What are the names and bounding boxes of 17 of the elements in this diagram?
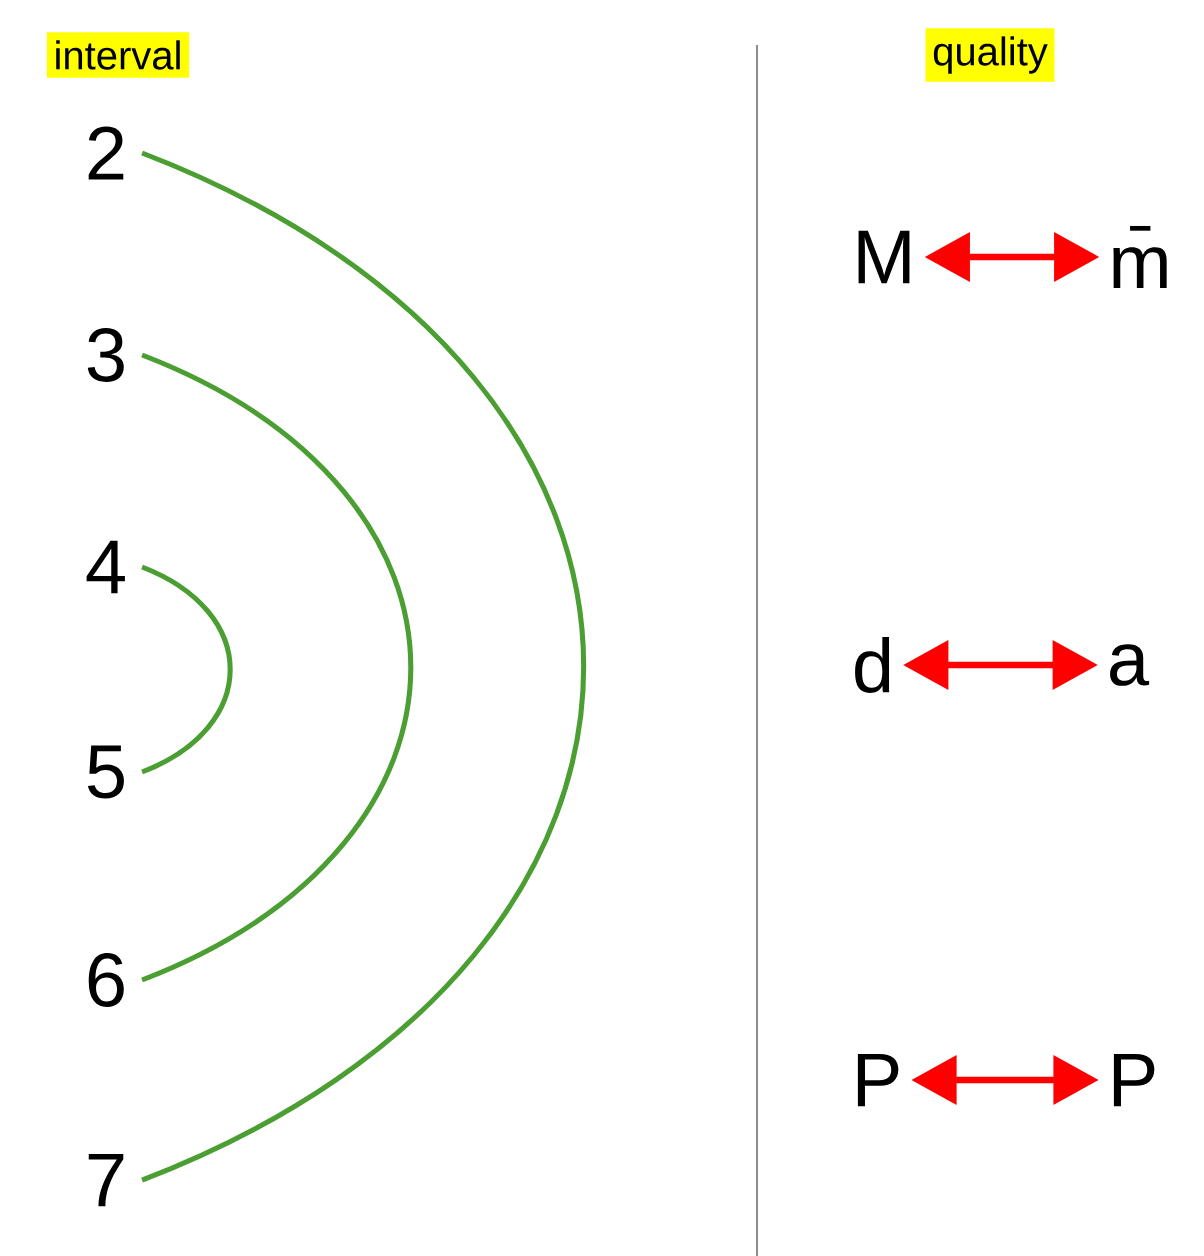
quality-letter: d xyxy=(855,637,890,693)
quality-letter: a xyxy=(1110,644,1150,686)
curved-line xyxy=(141,150,586,1183)
interval-number: 7 xyxy=(88,1153,124,1207)
interval-number: 3 xyxy=(87,328,124,382)
heading-label: quality xyxy=(925,28,1055,82)
curved-line xyxy=(141,564,233,775)
interval-number: 5 xyxy=(87,745,124,799)
interval-number: 2 xyxy=(88,126,124,180)
curved-line xyxy=(141,352,413,983)
quality-letter: P xyxy=(1113,1053,1155,1107)
interval-number: 4 xyxy=(86,540,125,594)
quality-letter: M xyxy=(858,230,910,284)
quality-letter: m̄ xyxy=(1113,225,1167,289)
quality-letter: P xyxy=(857,1053,899,1107)
heading-label: interval xyxy=(46,32,190,78)
interval-number: 6 xyxy=(88,953,124,1007)
